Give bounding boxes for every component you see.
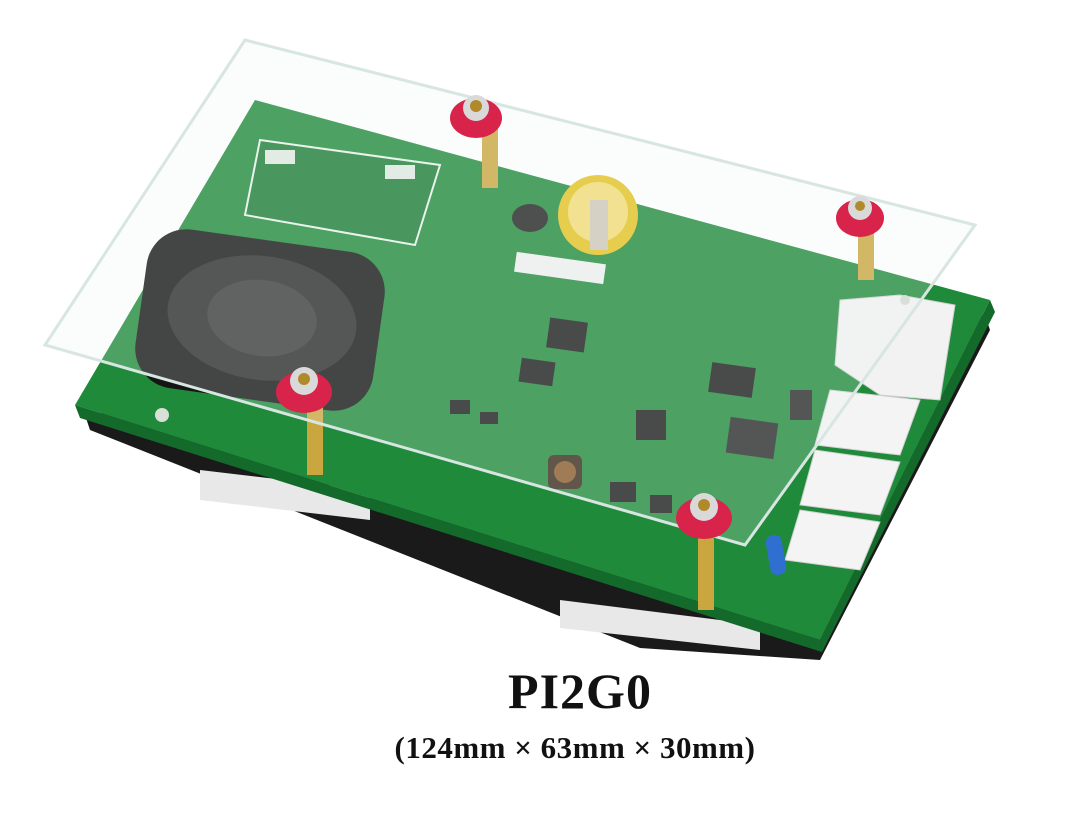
acrylic-cover [42, 38, 978, 547]
standoff-2 [858, 225, 874, 280]
ic-chip-3 [725, 416, 779, 460]
ic-chip [546, 317, 588, 353]
smd-cap-2 [480, 412, 498, 424]
nut-2 [836, 196, 884, 237]
pcb-edge-right [820, 300, 995, 652]
standoff-1 [482, 128, 498, 188]
smd-cap-4 [650, 495, 672, 513]
smd-cap [450, 400, 470, 414]
nut-4 [676, 493, 732, 539]
speaker [135, 229, 385, 411]
smd-cap-3 [610, 482, 636, 502]
coin-battery [558, 175, 638, 255]
ic-chip-2 [518, 357, 556, 387]
product-photo [42, 38, 995, 660]
blue-capacitor [765, 535, 787, 575]
rf-module [243, 138, 442, 247]
mount-hole [155, 408, 169, 422]
standoff-4 [698, 535, 714, 610]
ic-chip-5 [636, 410, 666, 440]
connectors [784, 294, 956, 571]
white-spacer [200, 470, 370, 520]
dimensions-label: (124mm × 63mm × 30mm) [394, 730, 756, 765]
ic-chip-4 [708, 362, 756, 398]
pcb-edge [75, 405, 822, 652]
model-title: PI2G0 [508, 663, 652, 719]
microphone [512, 204, 548, 232]
nut-1 [450, 95, 502, 138]
dip-switch [790, 390, 812, 420]
pin-header [514, 251, 606, 285]
white-spacer-2 [560, 600, 760, 650]
nut-3 [276, 367, 332, 413]
mount-hole-2 [900, 295, 910, 305]
